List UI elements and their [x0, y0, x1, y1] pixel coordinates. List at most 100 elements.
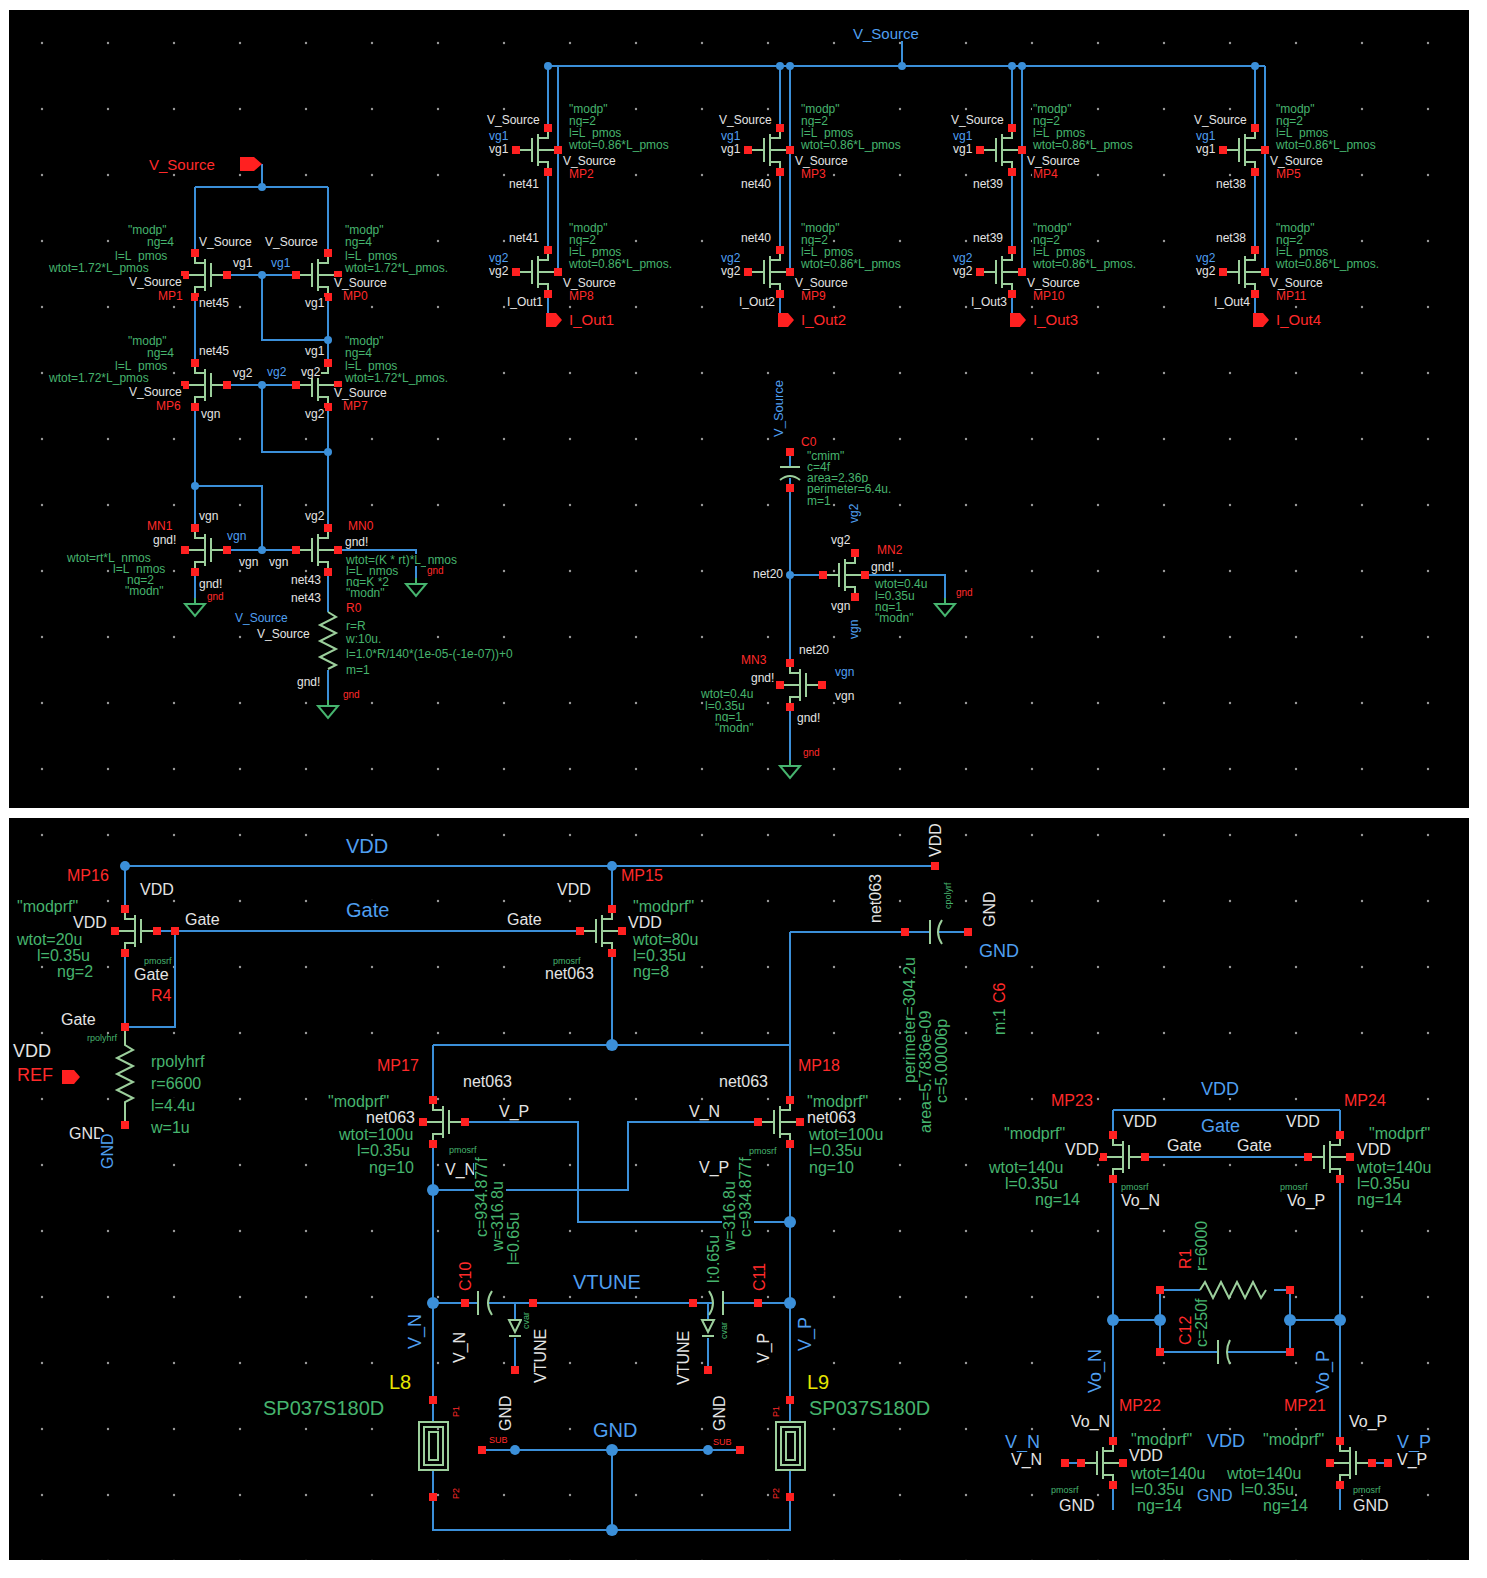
net-label: net063 [718, 1074, 769, 1090]
device-parameter: l=L_pmos [1275, 127, 1329, 139]
net-label: vg1 [304, 297, 325, 309]
net-label: Vo_P [1286, 1193, 1326, 1209]
device-parameter: l=L_pmos [1032, 246, 1086, 258]
device-parameter: l=0.35u [36, 948, 91, 964]
pmos-symbol [292, 249, 342, 301]
wire-label: V_Source [234, 612, 289, 624]
device-parameter: pmosrf [1120, 1183, 1150, 1192]
net-label: vgn [198, 510, 219, 522]
device-parameter: l:0.65u [706, 1234, 722, 1284]
instance-name: MP0 [342, 290, 369, 302]
device-parameter: ng=14 [1034, 1192, 1081, 1208]
instance-name: I_Out4 [1275, 312, 1322, 327]
device-parameter: ng=2 [1032, 234, 1061, 246]
net-label: V_Source [718, 114, 773, 126]
instance-name: MP17 [376, 1058, 420, 1074]
net-label: net39 [972, 232, 1004, 244]
instance-name: MN3 [740, 654, 767, 666]
net-label: vgn [834, 690, 855, 702]
instance-name: MP16 [66, 868, 110, 884]
instance-name: gnd [206, 592, 225, 602]
inductor-name: L8 [388, 1372, 412, 1392]
device-parameter: w=1u [150, 1120, 191, 1136]
instance-name: gnd [955, 588, 974, 598]
device-parameter: SP037S180D [262, 1398, 385, 1418]
device-parameter: wtot=0.4u [700, 688, 754, 700]
device-parameter: "modp" [1275, 103, 1316, 115]
wire-label: vg1 [488, 130, 509, 142]
wire-label: GND [978, 942, 1020, 960]
wire-label: GND [1196, 1488, 1234, 1504]
instance-name: MN0 [347, 520, 374, 532]
device-parameter: r=6000 [1194, 1220, 1210, 1272]
panel [9, 10, 1469, 808]
nmos-symbol [292, 524, 342, 576]
net-label: vgn [268, 556, 289, 568]
pmos-symbol [1099, 1131, 1149, 1183]
device-parameter: m=1 [345, 664, 371, 676]
device-parameter: wtot=0.86*L_pmos. [1275, 258, 1380, 270]
net-label: vg2 [1195, 265, 1216, 277]
net-label: V_Source [794, 155, 849, 167]
device-parameter: l=L_pmos [114, 250, 168, 262]
net-label: vg1 [304, 345, 325, 357]
resistor-symbol [320, 612, 336, 669]
device-parameter: "modprf" [1003, 1126, 1066, 1142]
instance-name: P1 [772, 1405, 781, 1418]
device-parameter: ng=14 [1356, 1192, 1403, 1208]
pmos-symbol [419, 1096, 469, 1148]
resistor-symbol [1200, 1282, 1266, 1298]
pmos-symbol [181, 249, 231, 301]
net-label: net45 [198, 345, 230, 357]
device-parameter: pmosrf [1050, 1486, 1080, 1495]
net-label: V_Source [333, 387, 388, 399]
net-label: gnd! [870, 561, 895, 573]
net-label: VTUNE [676, 1330, 692, 1386]
instance-name: P1 [452, 1405, 461, 1418]
wires [125, 40, 1388, 1530]
passive-symbols [117, 467, 1266, 1470]
inductor-symbol [776, 1422, 805, 1470]
instance-name: gnd [802, 748, 821, 758]
net-label: vg2 [304, 510, 325, 522]
device-parameter: ng=8 [632, 964, 670, 980]
wire-label: VTUNE [572, 1272, 642, 1292]
net-label: VDD [627, 915, 663, 931]
wire-label: vgn [834, 666, 855, 678]
device-parameter: ng=4 [146, 347, 175, 359]
instance-name: C11 [752, 1262, 768, 1292]
net-label: VDD [1064, 1142, 1100, 1158]
device-parameter: wtot=140u [1356, 1160, 1432, 1176]
net-label: Vo_N [1120, 1193, 1161, 1209]
net-label: V_Source [128, 276, 183, 288]
device-parameter: rpolyhrf [150, 1054, 205, 1070]
instance-name: MP21 [1283, 1398, 1327, 1414]
instance-name: MP1 [157, 290, 184, 302]
device-parameter: m:1 [992, 1007, 1008, 1036]
device-parameter: "modp" [344, 224, 385, 236]
device-parameter: m=1 [806, 495, 832, 507]
instance-name: C6 [992, 982, 1008, 1004]
net-label: net39 [972, 178, 1004, 190]
net-label: net43 [290, 592, 322, 604]
net-label: vg2 [488, 265, 509, 277]
device-parameter: ng=2 [1275, 115, 1304, 127]
net-label: V_Source [562, 155, 617, 167]
net-label: net40 [740, 178, 772, 190]
device-parameter: "modp" [344, 335, 385, 347]
pmos-symbol [1326, 1437, 1376, 1489]
wire-label: V_P [1396, 1433, 1432, 1451]
device-parameter: ng=10 [368, 1160, 415, 1176]
instance-name: MP23 [1050, 1093, 1094, 1109]
net-label: VDD [556, 882, 592, 898]
pmos-symbol [512, 124, 562, 176]
device-parameter: c=250f [1194, 1298, 1210, 1348]
device-parameter: l=0.35u [1240, 1482, 1295, 1498]
net-label: net20 [798, 644, 830, 656]
net-label: net38 [1215, 178, 1247, 190]
net-label: vg2 [952, 265, 973, 277]
device-parameter: l=L_pmos [1032, 127, 1086, 139]
instance-name: R1 [1178, 1248, 1194, 1270]
net-label: vg1 [232, 257, 253, 269]
